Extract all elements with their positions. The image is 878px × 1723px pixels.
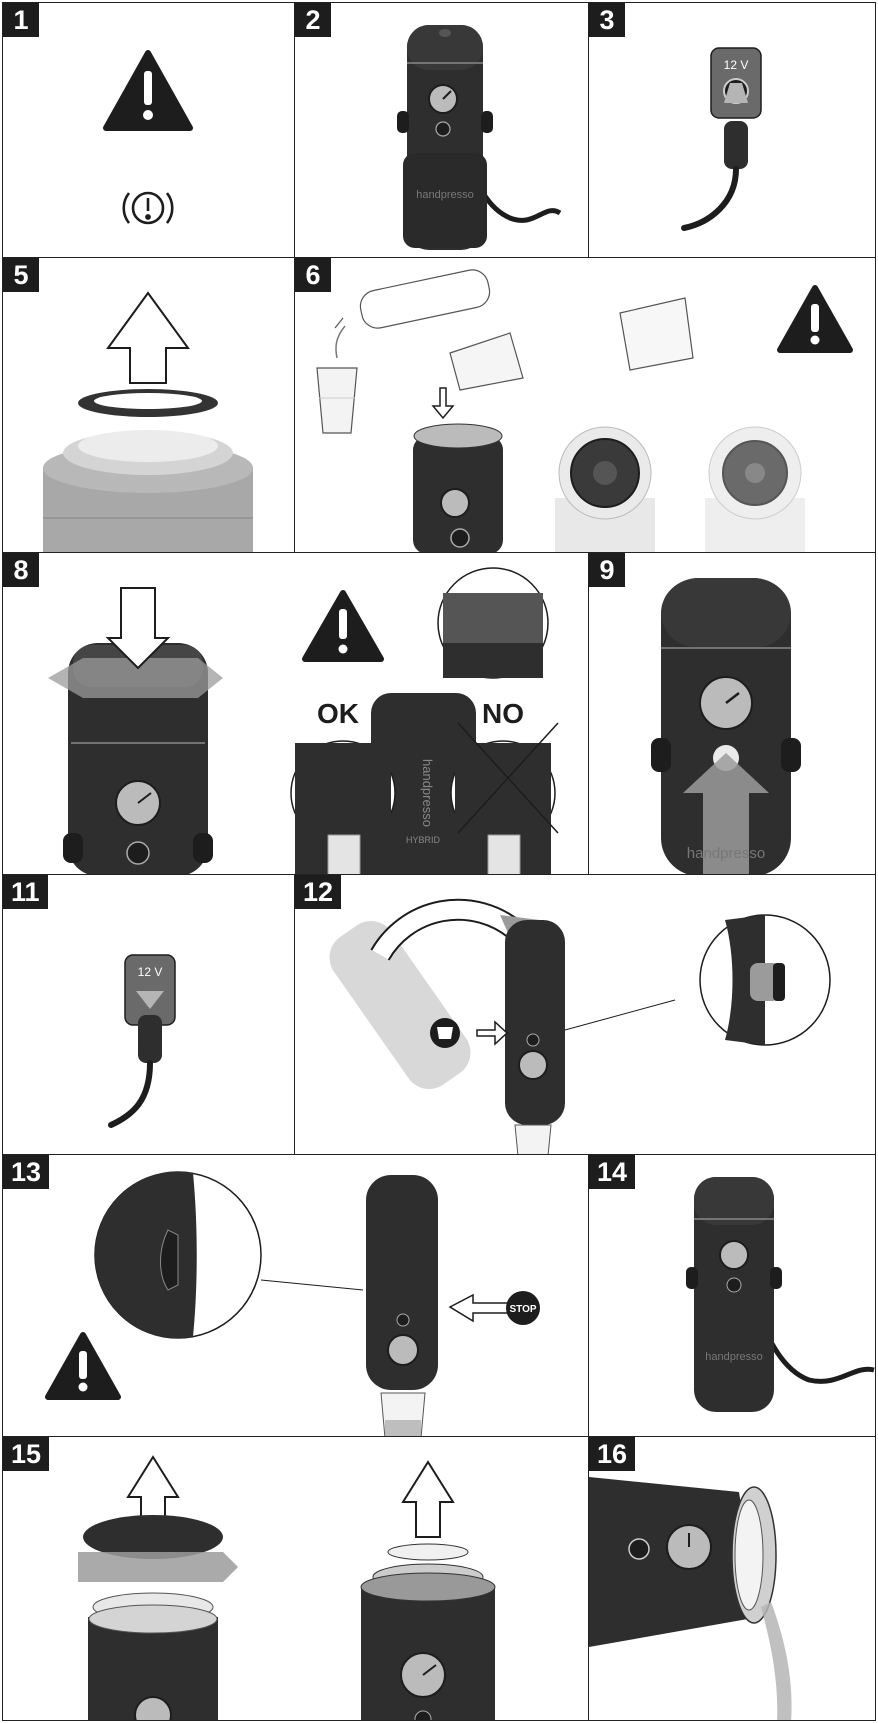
up-arrow-icon — [487, 834, 521, 874]
rotate-arrow-icon — [78, 1552, 238, 1582]
up-arrow-icon — [401, 1460, 455, 1538]
step-number: 8 — [3, 553, 39, 587]
step-5-panel: 5 — [2, 257, 295, 553]
step-9-panel: 9 handpresso — [588, 552, 876, 875]
brand-logo: handpresso — [420, 759, 435, 827]
power-icon — [628, 1538, 650, 1560]
power-icon — [396, 1313, 410, 1327]
ok-label: OK — [317, 698, 359, 729]
step-9-illustration: handpresso — [651, 578, 801, 874]
up-arrow-icon — [327, 834, 361, 874]
step-11-panel: 11 12 V — [2, 874, 295, 1155]
water-bottle — [334, 269, 491, 329]
up-arrow-icon — [724, 83, 748, 103]
step-15-panel: 15 — [2, 1436, 589, 1721]
brand-logo: handpresso — [416, 189, 474, 201]
brand-logo: handpresso — [705, 1351, 763, 1363]
step-13-illustration: STOP — [45, 1171, 540, 1436]
power-icon — [414, 1710, 432, 1720]
step-12-illustration — [329, 898, 831, 1154]
step-number: 11 — [3, 875, 48, 909]
step-11-illustration: 12 V — [108, 954, 176, 1128]
step-15-illustration — [78, 1455, 496, 1720]
brand-logo: handpresso — [687, 845, 765, 862]
warning-triangle-icon — [45, 1332, 121, 1400]
measuring-cup — [449, 332, 524, 391]
brand-sub: HYBRID — [406, 835, 441, 845]
step-6-illustration — [316, 269, 853, 552]
warning-triangle-icon — [302, 590, 384, 662]
step-number: 14 — [589, 1155, 636, 1189]
warning-triangle-icon — [777, 285, 853, 353]
step-13-panel: 13 STOP — [2, 1154, 589, 1437]
step-16-illustration — [589, 1477, 792, 1720]
step-number: 2 — [295, 3, 331, 37]
power-icon — [450, 528, 470, 548]
step-8-panel: 8 — [2, 552, 589, 875]
step-2-panel: 2 handpresso — [294, 2, 589, 258]
step-3-illustration: 12 V — [681, 47, 762, 231]
step-number: 16 — [589, 1437, 636, 1471]
step-14-panel: 14 handpresso — [588, 1154, 876, 1437]
no-label: NO — [482, 698, 524, 729]
step-14-illustration: handpresso — [686, 1177, 875, 1412]
voltage-label: 12 V — [138, 965, 163, 979]
glass — [316, 367, 358, 434]
power-icon — [726, 1277, 742, 1293]
step-number: 6 — [295, 258, 331, 292]
step-number: 3 — [589, 3, 625, 37]
step-number: 1 — [3, 3, 39, 37]
down-arrow-icon — [105, 587, 171, 670]
warning-triangle-icon — [103, 50, 193, 131]
step-1-illustration — [103, 50, 193, 225]
step-6-panel: 6 — [294, 257, 876, 553]
step-3-panel: 3 12 V — [588, 2, 876, 258]
rotate-arrow-icon — [48, 658, 223, 698]
up-arrow-icon — [683, 753, 769, 874]
step-1-panel: 1 — [2, 2, 295, 258]
down-arrow-icon — [136, 991, 164, 1009]
voltage-label: 12 V — [724, 58, 749, 72]
step-number: 9 — [589, 553, 625, 587]
step-8-illustration: OK NO handpresso HYBRID — [48, 567, 559, 874]
stop-label: STOP — [509, 1304, 536, 1315]
step-number: 13 — [3, 1155, 50, 1189]
power-icon — [526, 1033, 540, 1047]
step-number: 15 — [3, 1437, 50, 1471]
step-number: 12 — [295, 875, 342, 909]
step-5-illustration — [43, 291, 253, 552]
up-arrow-icon — [106, 291, 190, 384]
step-16-panel: 16 — [588, 1436, 876, 1721]
step-12-panel: 12 — [294, 874, 876, 1155]
down-arrow-icon — [431, 387, 455, 420]
brake-warning-icon — [122, 191, 174, 225]
step-number: 5 — [3, 258, 39, 292]
step-2-illustration: handpresso — [397, 25, 562, 250]
power-icon — [126, 841, 150, 865]
